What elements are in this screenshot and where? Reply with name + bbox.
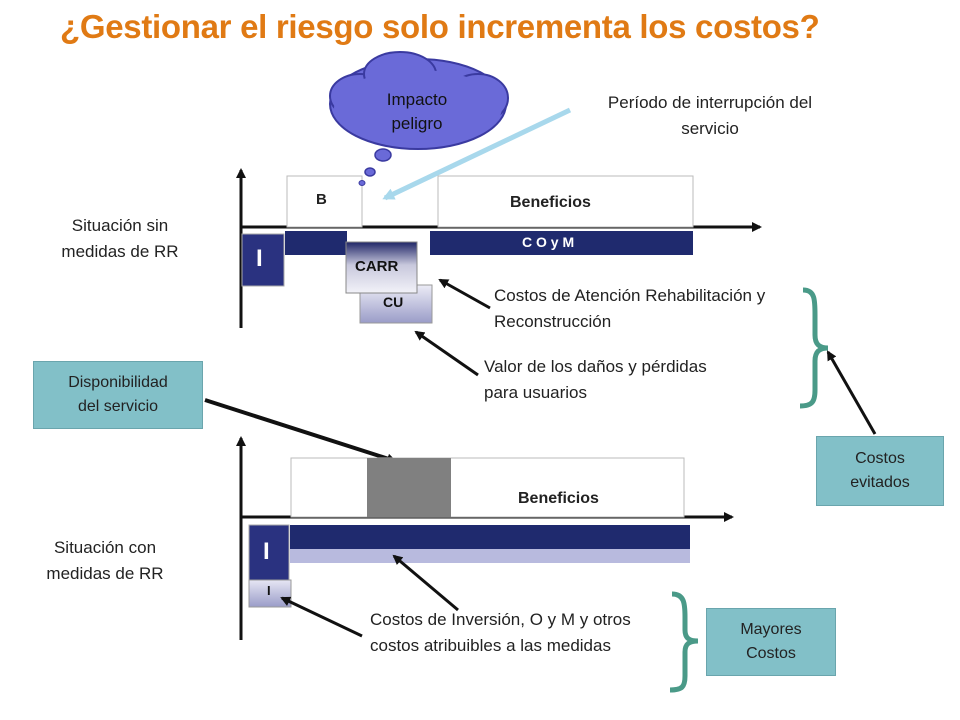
cloud-label: Impacto peligro: [372, 88, 462, 136]
impact-cloud: [329, 51, 509, 186]
avoided-line2: evitados: [850, 474, 910, 491]
period-label: Período de interrupción del servicio: [580, 90, 840, 142]
avoided-costs-box: Costos evitados: [816, 436, 944, 506]
cost-note-line1: Costos de Inversión, O y M y otros: [370, 610, 631, 629]
top-situation-label: Situación sin medidas de RR: [40, 213, 200, 265]
cost-note-arrow-1: [392, 554, 459, 612]
gray-interruption-block: [367, 458, 451, 517]
cu-note-line2: para usuarios: [484, 383, 588, 402]
higher-costs-line2: Costos: [746, 645, 796, 662]
cu-label: CU: [383, 294, 404, 310]
carr-label: CARR: [355, 258, 399, 275]
cost-note-line2: costos atribuibles a las medidas: [370, 636, 611, 655]
bottom-small-i-label: I: [267, 583, 271, 598]
top-coym-label: C O y M: [522, 234, 575, 250]
top-coym-bar-right: [430, 231, 693, 255]
top-benefits-box: [437, 175, 694, 228]
bottom-investment-box: [248, 524, 290, 581]
period-line2: servicio: [681, 119, 739, 138]
cost-note: Costos de Inversión, O y M y otros costo…: [370, 607, 690, 659]
avoided-costs-arrow: [826, 350, 877, 435]
period-arrow: [382, 107, 572, 201]
bottom-benefits-box: [290, 457, 685, 518]
carr-note-arrow: [438, 278, 491, 310]
higher-costs-line1: Mayores: [740, 621, 802, 638]
top-situation-line2: medidas de RR: [61, 242, 179, 261]
top-coym-bar-left: [285, 231, 347, 255]
top-b-box: [286, 175, 363, 228]
carr-box: [345, 241, 418, 294]
avoided-line1: Costos: [855, 450, 905, 467]
period-line1: Período de interrupción del: [607, 93, 813, 112]
bottom-situation-line2: medidas de RR: [46, 564, 164, 583]
page-title: ¿Gestionar el riesgo solo incrementa los…: [60, 8, 820, 45]
bottom-light-bar: [290, 549, 690, 563]
availability-line1: Disponibilidad: [68, 374, 168, 391]
cu-note-arrow: [414, 330, 479, 377]
bottom-cost-bar: [290, 525, 690, 549]
bottom-situation-line1: Situación con: [53, 538, 157, 557]
top-brace: [799, 287, 829, 409]
top-b-label: B: [316, 191, 327, 208]
carr-note-line2: Reconstrucción: [494, 312, 612, 331]
top-benefits-label: Beneficios: [510, 194, 591, 211]
top-situation-line1: Situación sin: [71, 216, 169, 235]
bottom-brace: [669, 591, 699, 693]
bottom-benefits-label: Beneficios: [518, 490, 599, 507]
top-investment-label: I: [256, 245, 263, 272]
cloud-line1: Impacto: [386, 90, 448, 109]
availability-box: Disponibilidad del servicio: [33, 361, 203, 429]
carr-note: Costos de Atención Rehabilitación y Reco…: [494, 283, 824, 335]
bottom-situation-label: Situación con medidas de RR: [25, 535, 185, 587]
cu-note: Valor de los daños y pérdidas para usuar…: [484, 354, 764, 406]
availability-line2: del servicio: [77, 398, 159, 415]
cu-note-line1: Valor de los daños y pérdidas: [484, 357, 707, 376]
carr-note-line1: Costos de Atención Rehabilitación y: [494, 286, 766, 305]
higher-costs-box: Mayores Costos: [706, 608, 836, 676]
availability-arrow: [204, 398, 397, 464]
cloud-line2: peligro: [391, 114, 443, 133]
cost-note-arrow-2: [280, 596, 363, 638]
bottom-investment-label: I: [263, 538, 270, 565]
top-investment-box: [241, 233, 285, 287]
